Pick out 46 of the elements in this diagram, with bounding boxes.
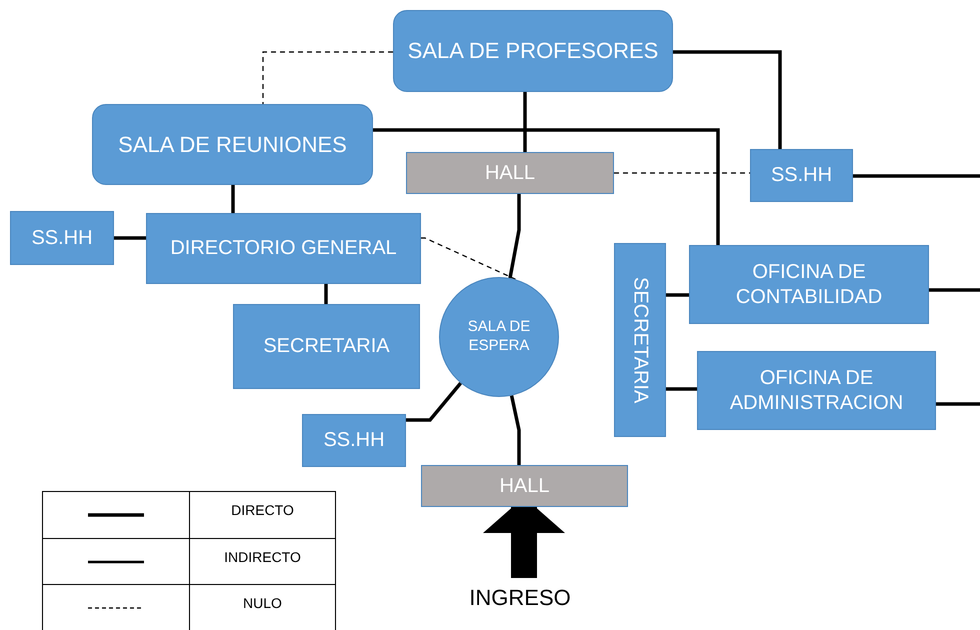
connector-line — [231, 185, 235, 213]
room-box — [697, 351, 936, 430]
dashed-connector — [262, 51, 393, 104]
connector-line — [114, 236, 146, 240]
legend-label: INDIRECTO — [224, 548, 301, 567]
connector-line — [373, 128, 720, 245]
legend-label: NULO — [243, 594, 282, 613]
room-name: SECRETARIA — [628, 276, 652, 404]
room-name: SALA DE PROFESORES — [406, 37, 660, 65]
room-box — [302, 414, 406, 467]
room-box — [750, 149, 853, 202]
connector-line — [936, 402, 980, 406]
connector-line — [324, 284, 328, 304]
room-box — [10, 211, 114, 265]
connector-line — [673, 50, 782, 149]
room-name: INGRESO — [468, 584, 572, 612]
room-box — [92, 104, 373, 185]
legend-label: DIRECTO — [231, 501, 294, 520]
connector-line — [853, 174, 980, 178]
room-name: SS.HH — [322, 428, 386, 453]
room-box — [233, 304, 420, 389]
room-box — [689, 245, 929, 324]
room-name: HALL — [484, 160, 536, 186]
connector-line — [510, 395, 521, 465]
room-name: OFICINA DE CONTABILIDAD — [734, 260, 884, 310]
connector-line — [666, 293, 689, 297]
room-name: SS.HH — [770, 163, 834, 188]
connector-line — [406, 382, 462, 422]
room-name: SS.HH — [30, 226, 94, 250]
hall-bar — [421, 465, 628, 507]
connector-line — [666, 387, 697, 391]
room-name: OFICINA DE ADMINISTRACION — [728, 366, 904, 416]
room-name: SALA DE REUNIONES — [117, 130, 348, 158]
room-box — [393, 10, 673, 92]
hall-bar — [406, 152, 614, 194]
connector-line — [508, 194, 521, 278]
room-box — [146, 213, 421, 284]
dashed-connector — [614, 172, 750, 174]
room-name: DIRECTORIO GENERAL — [169, 236, 398, 261]
room-box — [614, 243, 666, 437]
connector-line — [929, 288, 980, 292]
connector-line — [523, 92, 527, 152]
room-name: SECRETARIA — [262, 334, 391, 359]
room-name: HALL — [498, 474, 551, 498]
dashed-connector — [421, 237, 516, 280]
room-name: SALA DE ESPERA — [466, 318, 532, 356]
